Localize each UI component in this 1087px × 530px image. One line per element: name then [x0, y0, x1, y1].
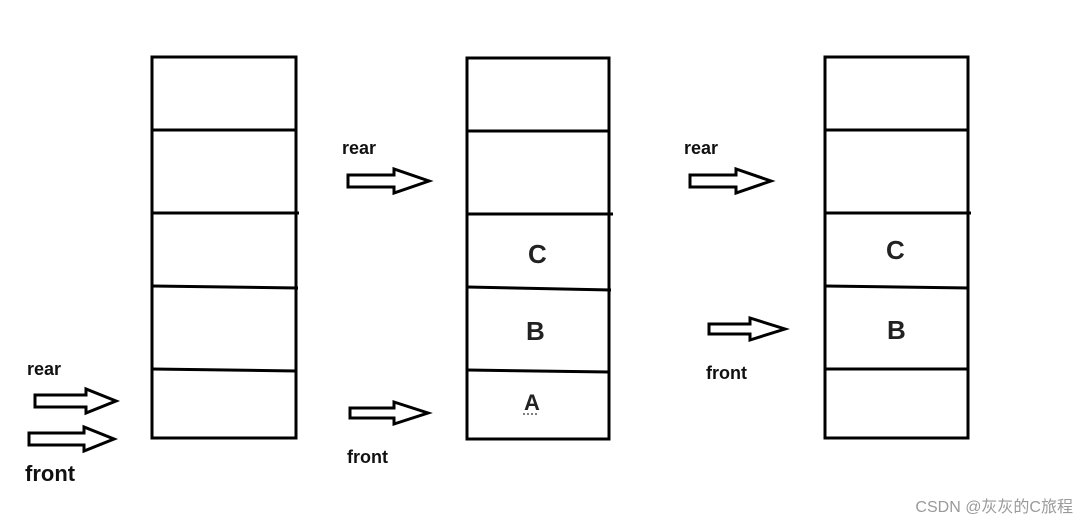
queue-3-cell-3: C [886, 235, 905, 265]
queue-1-divider [151, 367, 297, 373]
queue-1-divider [151, 284, 299, 290]
queue-3 [823, 55, 971, 440]
rear-arrow-icon [33, 386, 121, 416]
rear-arrow-icon [688, 166, 776, 196]
rear-label: rear [27, 359, 62, 379]
front-label: front [25, 461, 76, 486]
queue-2-frame [465, 56, 611, 441]
queue-2 [465, 56, 613, 441]
front-label: front [706, 363, 747, 383]
queue-1 [150, 55, 299, 440]
front-arrow-icon [348, 399, 433, 427]
queue-3-cell-4: B [887, 315, 906, 345]
queue-3-divider [824, 284, 970, 290]
queue-2-cell-3: C [528, 239, 547, 269]
front-label: front [347, 447, 388, 467]
rear-arrow-icon [346, 166, 434, 196]
queue-2-divider [466, 368, 610, 374]
rear-label: rear [684, 138, 719, 158]
queue-2-cell-5: A [524, 390, 540, 415]
queue-2-divider [466, 285, 612, 292]
queue-3-frame [823, 55, 970, 440]
queue-2-cell-4: B [526, 316, 545, 346]
front-arrow-icon [707, 315, 791, 343]
front-arrow-icon [27, 424, 119, 454]
queue-1-frame [150, 55, 298, 440]
rear-label: rear [342, 138, 377, 158]
watermark: CSDN @灰灰的C旅程 [915, 499, 1073, 516]
